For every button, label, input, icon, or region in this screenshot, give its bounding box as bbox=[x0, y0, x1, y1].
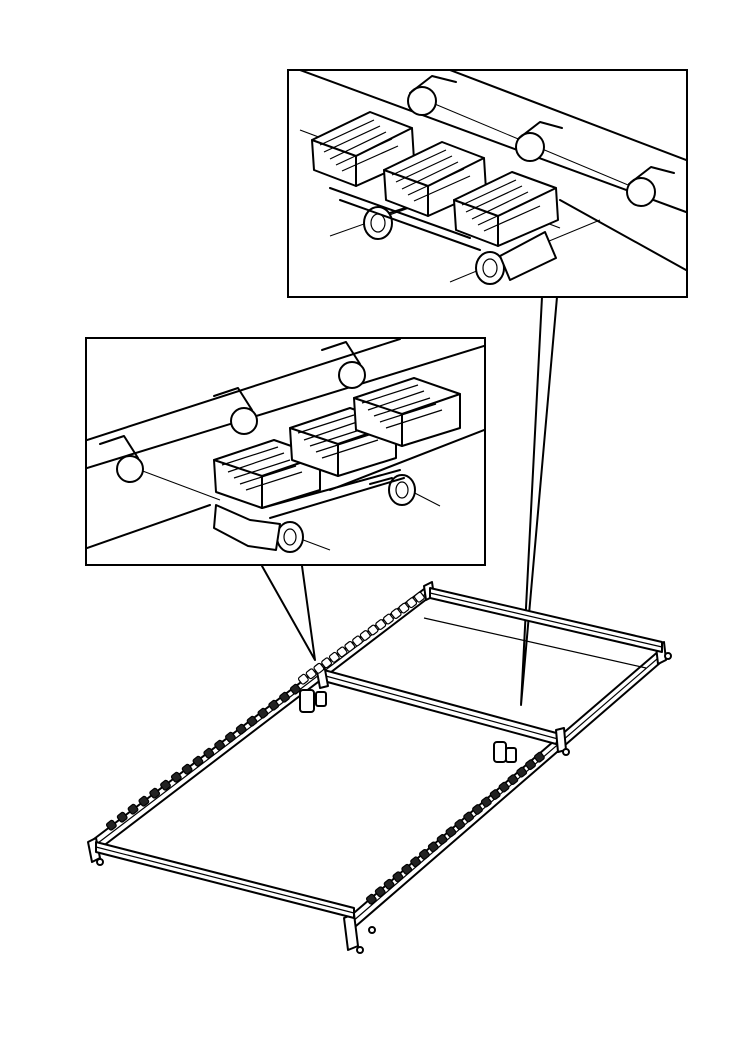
crossbar-middle bbox=[316, 664, 566, 752]
crossbar-front bbox=[96, 842, 354, 918]
crossbar-rear bbox=[424, 588, 662, 668]
detail-callout-side-rail bbox=[86, 338, 485, 565]
detail-callout-rear-crossbar bbox=[288, 70, 687, 297]
callout-pointer-left bbox=[262, 566, 315, 660]
bed-slat-frame bbox=[88, 582, 671, 953]
spring-clip-left bbox=[300, 690, 326, 712]
spring-clip-right bbox=[494, 742, 516, 762]
